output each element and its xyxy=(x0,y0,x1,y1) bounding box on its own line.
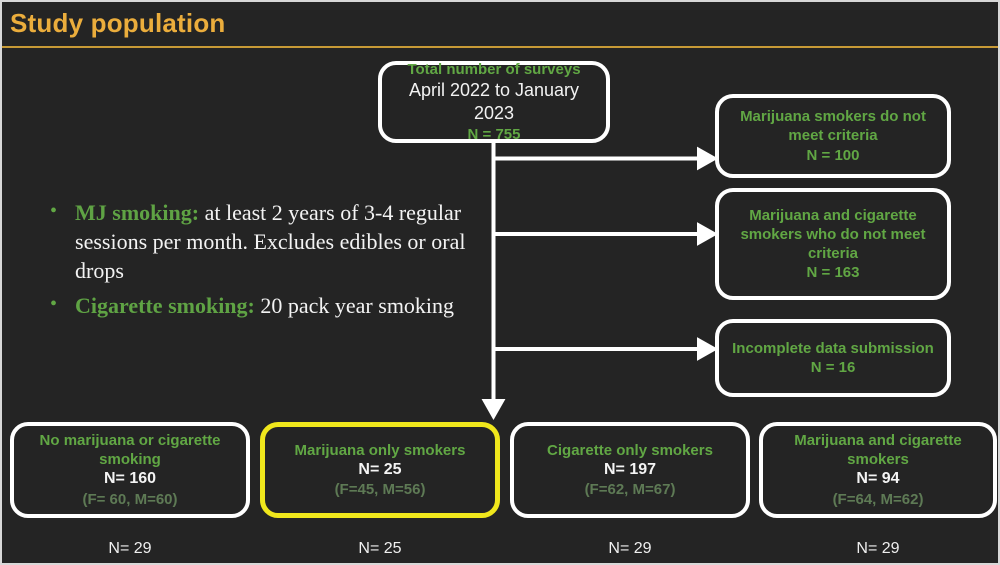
exclusion-box-incomplete-data: Incomplete data submission N = 16 xyxy=(715,319,951,397)
exclusion-n: N = 16 xyxy=(810,359,856,376)
bullet-icon: • xyxy=(50,200,58,222)
bullet-term: MJ smoking: xyxy=(75,200,200,225)
exclusion-text: Incomplete data submission xyxy=(732,339,934,357)
down-arrowhead xyxy=(481,399,506,421)
final-n-marijuana-and-cig: N= 29 xyxy=(856,540,900,557)
slide-title: Study population xyxy=(10,8,226,38)
group-box-no-smoking: No marijuana or cigarette smoking N= 160… xyxy=(10,422,250,518)
survey-period: April 2022 to January 2023 xyxy=(408,79,580,123)
right-arrowhead-2 xyxy=(697,222,719,246)
exclusion-box-marijuana-cigarette: Marijuana and cigarette smokers who do n… xyxy=(715,188,951,300)
bullet-text: MJ smoking: at least 2 years of 3-4 regu… xyxy=(75,198,474,285)
group-n: N= 160 xyxy=(103,470,157,488)
title-underline xyxy=(2,46,998,48)
final-n-marijuana-only: N= 25 xyxy=(358,540,402,557)
total-surveys-box: Total number of surveys April 2022 to Ja… xyxy=(378,61,610,143)
exclusion-text: Marijuana and cigarette smokers who do n… xyxy=(740,206,926,262)
total-surveys-label: Total number of surveys xyxy=(407,60,581,78)
definitions-list: • MJ smoking: at least 2 years of 3-4 re… xyxy=(44,198,474,326)
group-fm: (F= 60, M=60) xyxy=(82,490,178,508)
right-arrowhead-1 xyxy=(697,146,719,171)
group-n: N= 25 xyxy=(358,460,402,478)
exclusion-n: N = 100 xyxy=(806,146,860,164)
group-title: Marijuana and cigarette smokers xyxy=(794,431,962,469)
exclusion-n: N = 163 xyxy=(806,264,860,282)
group-title: Cigarette only smokers xyxy=(547,441,713,459)
final-n-no-smoking: N= 29 xyxy=(108,540,152,557)
total-surveys-n: N = 755 xyxy=(467,126,521,144)
bullet-definition: at least 2 years of 3-4 regular sessions… xyxy=(75,200,466,284)
group-box-marijuana-only: Marijuana only smokers N= 25 (F=45, M=56… xyxy=(260,422,500,518)
bullet-mj-smoking: • MJ smoking: at least 2 years of 3-4 re… xyxy=(44,198,474,285)
bullet-text: Cigarette smoking: 20 pack year smoking xyxy=(75,291,454,320)
exclusion-text: Marijuana smokers do not meet criteria xyxy=(740,108,926,145)
exclusion-box-marijuana: Marijuana smokers do not meet criteria N… xyxy=(715,94,951,178)
group-n: N= 94 xyxy=(856,470,900,488)
bullet-cigarette-smoking: • Cigarette smoking: 20 pack year smokin… xyxy=(44,291,474,320)
group-box-cigarette-only: Cigarette only smokers N= 197 (F=62, M=6… xyxy=(510,422,750,518)
final-n-cigarette-only: N= 29 xyxy=(608,540,652,557)
group-fm: (F=62, M=67) xyxy=(584,481,676,499)
bullet-icon: • xyxy=(50,293,58,316)
bullet-term: Cigarette smoking: xyxy=(75,293,255,319)
group-n: N= 197 xyxy=(603,460,657,478)
group-title: No marijuana or cigarette smoking xyxy=(39,431,221,469)
group-title: Marijuana only smokers xyxy=(294,441,466,459)
group-fm: (F=64, M=62) xyxy=(832,490,924,508)
group-fm: (F=45, M=56) xyxy=(334,481,426,499)
bullet-definition: 20 pack year smoking xyxy=(254,293,455,319)
group-box-marijuana-and-cigarette: Marijuana and cigarette smokers N= 94 (F… xyxy=(759,422,997,518)
right-arrowhead-3 xyxy=(697,337,719,361)
